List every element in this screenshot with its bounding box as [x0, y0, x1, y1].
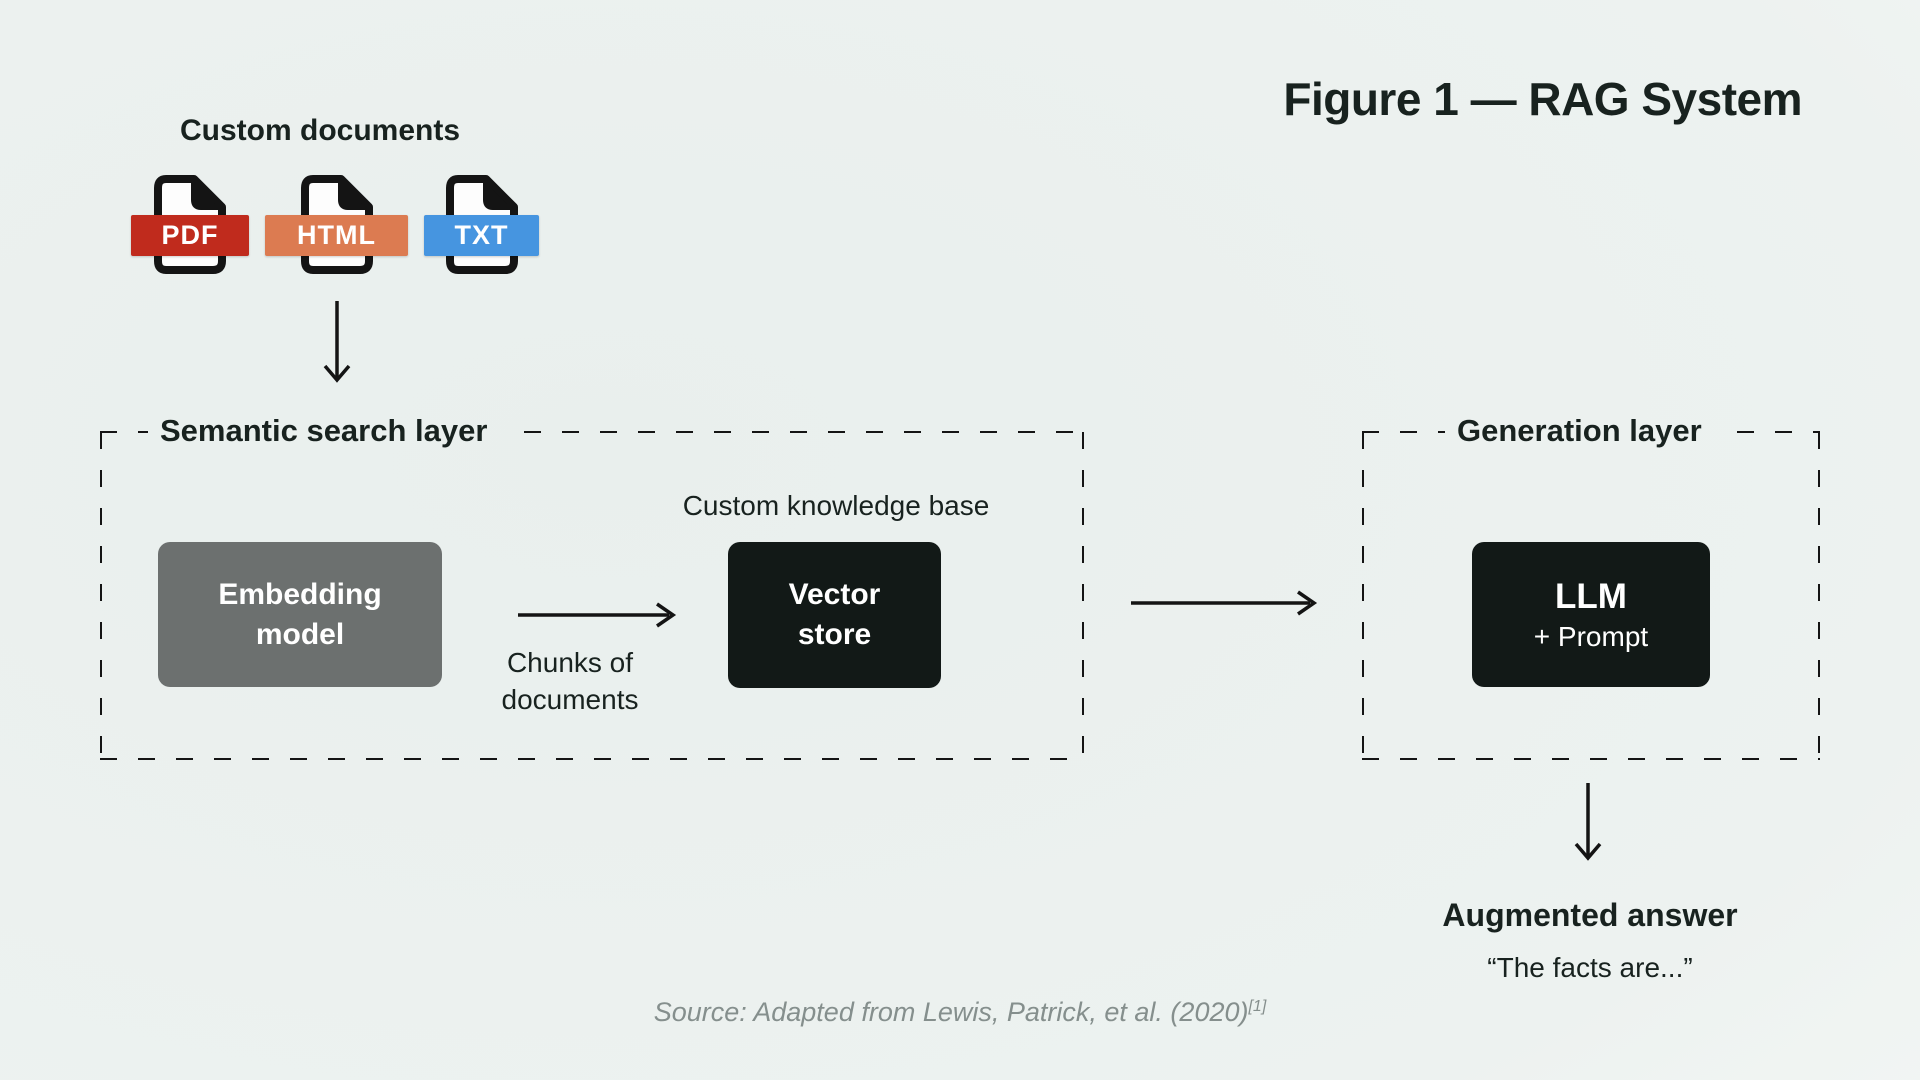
llm-label-line1: LLM [1555, 576, 1627, 616]
embedding-model-node: Embedding model [158, 542, 442, 687]
chunks-label-line1: Chunks of [506, 647, 634, 678]
file-type-badge-html: HTML [265, 215, 408, 256]
source-citation: Source: Adapted from Lewis, Patrick, et … [0, 997, 1920, 1028]
embedding-model-label-line2: model [255, 617, 345, 651]
file-item-html: HTML [265, 173, 408, 277]
chunks-of-documents-label: Chunks of documents [470, 644, 670, 718]
augmented-answer-label: Augmented answer [1442, 897, 1738, 933]
source-reference-marker: [1] [1248, 998, 1267, 1015]
vector-store-node: Vector store [728, 542, 941, 688]
generation-layer-label: Generation layer [1457, 413, 1702, 448]
arrow-down-icon [1574, 783, 1602, 861]
custom-documents-label: Custom documents [180, 114, 461, 147]
custom-knowledge-base-caption: Custom knowledge base [682, 490, 990, 521]
vector-store-label-line2: store [797, 618, 872, 651]
llm-node: LLM + Prompt [1472, 542, 1710, 687]
llm-label-line2: + Prompt [1533, 620, 1649, 652]
file-item-pdf: PDF [131, 173, 249, 277]
source-text: Source: Adapted from Lewis, Patrick, et … [653, 997, 1249, 1027]
semantic-layer-label: Semantic search layer [160, 413, 488, 448]
vector-store-label-line1: Vector [788, 578, 881, 611]
chunks-label-line2: documents [501, 684, 639, 715]
file-item-txt: TXT [424, 173, 539, 277]
figure-title: Figure 1 — RAG System [1283, 73, 1802, 125]
augmented-answer-quote: “The facts are...” [1487, 952, 1693, 983]
arrow-down-icon [323, 301, 351, 383]
embedding-model-label-line1: Embedding [218, 577, 382, 611]
file-type-badge-pdf: PDF [131, 215, 249, 256]
file-type-badge-txt: TXT [424, 215, 539, 256]
generation-layer-box [1362, 431, 1820, 760]
semantic-layer-box [100, 431, 1084, 760]
arrow-right-icon [518, 602, 677, 628]
arrow-right-icon [1131, 590, 1318, 616]
